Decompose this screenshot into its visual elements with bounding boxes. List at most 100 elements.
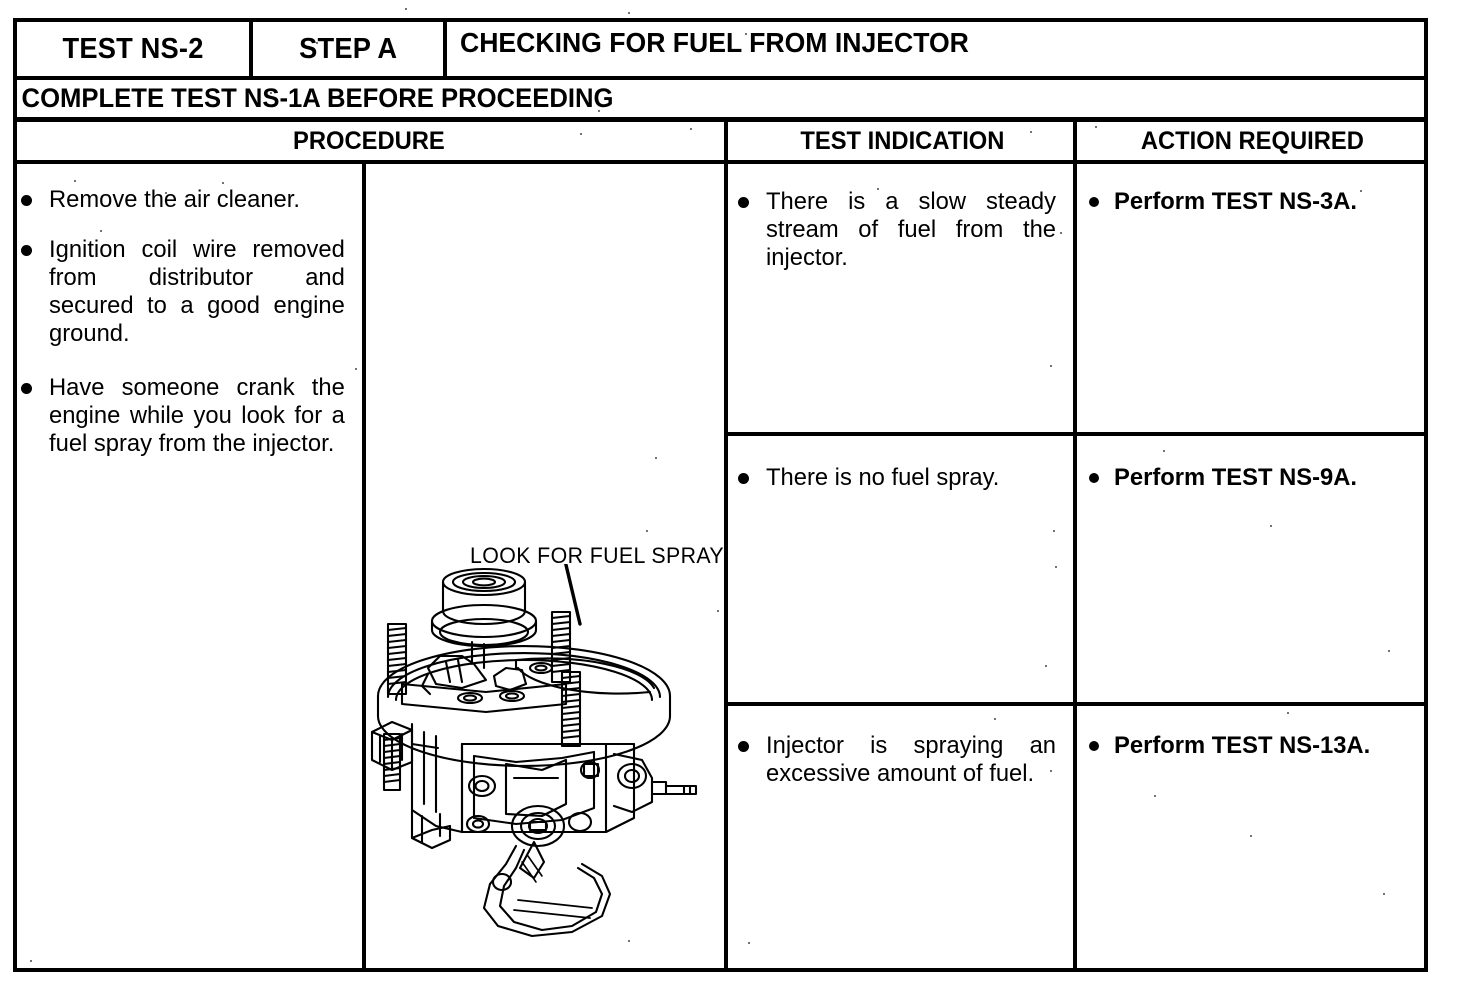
test-indication-cell-3: Injector is spraying an excessive amount…	[728, 706, 1073, 972]
figure-cell: LOOK FOR FUEL SPRAY	[366, 164, 724, 972]
scan-speckle	[1154, 795, 1156, 797]
test-id-label: TEST NS-2	[62, 32, 204, 65]
scan-speckle	[628, 12, 630, 14]
stud-center	[550, 610, 572, 684]
scan-speckle	[405, 8, 407, 10]
action-required-cell-3: Perform TEST NS-13A.	[1077, 706, 1424, 972]
column-header-procedure-label: PROCEDURE	[292, 126, 445, 155]
page-title: CHECKING FOR FUEL FROM INJECTOR	[460, 27, 969, 58]
row-divider-2	[724, 702, 1424, 706]
list-item: Have someone crank the engine while you …	[21, 374, 354, 458]
column-header-row: PROCEDURE TEST INDICATION ACTION REQUIRE…	[13, 122, 1428, 164]
throttle-body-diagram	[370, 564, 698, 938]
figure-caption: LOOK FOR FUEL SPRAY	[470, 543, 725, 568]
test-indication-cell-1: There is a slow steady stream of fuel fr…	[728, 164, 1073, 432]
bullet-icon	[738, 197, 749, 208]
scan-speckle	[748, 942, 750, 944]
bullet-icon	[1089, 741, 1099, 751]
divider-indication-action	[1073, 164, 1077, 972]
scan-speckle	[1360, 190, 1362, 192]
column-header-test-indication-label: TEST INDICATION	[800, 126, 1005, 155]
scan-speckle	[877, 188, 879, 190]
scan-speckle	[580, 133, 582, 135]
test-indication-text: Injector is spraying an excessive amount…	[766, 732, 1057, 787]
column-header-test-indication: TEST INDICATION	[724, 122, 1077, 160]
list-item: Injector is spraying an excessive amount…	[738, 732, 1065, 788]
list-item: Perform TEST NS-9A.	[1089, 464, 1416, 492]
scan-speckle	[1050, 365, 1052, 367]
column-header-procedure: PROCEDURE	[13, 122, 724, 160]
action-required-cell-2: Perform TEST NS-9A.	[1077, 436, 1424, 702]
scan-speckle	[598, 110, 600, 112]
scan-speckle	[1055, 566, 1057, 568]
scan-speckle	[74, 180, 76, 182]
test-id-box: TEST NS-2	[13, 18, 253, 80]
test-indication-text: There is a slow steady stream of fuel fr…	[766, 188, 1057, 271]
bullet-icon	[738, 473, 749, 484]
bullet-icon	[21, 195, 32, 206]
bullet-icon	[738, 741, 749, 752]
scan-speckle	[1060, 232, 1062, 234]
procedure-step-text: Have someone crank the engine while you …	[49, 374, 345, 457]
bullet-icon	[1089, 473, 1099, 483]
divider-procedure-indication	[724, 164, 728, 972]
bullet-icon	[21, 245, 32, 256]
scan-speckle	[165, 192, 167, 194]
list-item: Ignition coil wire removed from distribu…	[21, 236, 354, 348]
scan-speckle	[1045, 665, 1047, 667]
list-item: Perform TEST NS-3A.	[1089, 188, 1416, 216]
scan-speckle	[316, 42, 318, 44]
scan-speckle	[222, 182, 224, 184]
scan-speckle	[628, 940, 630, 942]
column-header-action-required-label: ACTION REQUIRED	[1140, 126, 1364, 155]
scan-speckle	[1388, 650, 1390, 652]
scan-speckle	[100, 230, 102, 232]
scan-speckle	[655, 457, 657, 459]
prerequisite-banner: COMPLETE TEST NS-1A BEFORE PROCEEDING	[13, 76, 1428, 122]
table-body: Remove the air cleaner. Ignition coil wi…	[13, 164, 1428, 972]
scan-speckle	[30, 960, 32, 962]
scan-speckle	[1030, 131, 1032, 133]
list-item: Remove the air cleaner.	[21, 186, 354, 214]
scan-speckle	[1095, 126, 1097, 128]
test-indication-cell-2: There is no fuel spray.	[728, 436, 1073, 702]
scan-speckle	[1383, 893, 1385, 895]
list-item: There is no fuel spray.	[738, 464, 1065, 492]
list-item: Perform TEST NS-13A.	[1089, 732, 1416, 760]
scan-speckle	[690, 128, 692, 130]
scan-speckle	[1163, 450, 1165, 452]
procedure-cell: Remove the air cleaner. Ignition coil wi…	[13, 164, 362, 972]
scan-speckle	[745, 33, 747, 35]
stud-right	[560, 670, 582, 748]
scan-speckle	[1053, 530, 1055, 532]
stud-left	[386, 622, 408, 696]
test-indication-text: There is no fuel spray.	[766, 464, 1000, 491]
scan-speckle	[1270, 525, 1272, 527]
scan-speckle	[1287, 712, 1289, 714]
figure-illustration: LOOK FOR FUEL SPRAY	[366, 164, 724, 972]
row-divider-1	[724, 432, 1424, 436]
table-frame	[13, 18, 1428, 972]
action-required-text: Perform TEST NS-13A.	[1114, 732, 1371, 759]
leader-line	[564, 564, 582, 626]
action-required-cell-1: Perform TEST NS-3A.	[1077, 164, 1424, 432]
step-id-box: STEP A	[249, 18, 447, 80]
scan-speckle	[1250, 835, 1252, 837]
divider-procedure-figure	[362, 164, 366, 972]
bullet-icon	[1089, 197, 1099, 207]
list-item: There is a slow steady stream of fuel fr…	[738, 188, 1065, 272]
scan-speckle	[1050, 770, 1052, 772]
procedure-step-text: Remove the air cleaner.	[49, 186, 300, 213]
procedure-step-text: Ignition coil wire removed from distribu…	[49, 236, 345, 347]
scan-speckle	[270, 92, 272, 94]
prerequisite-text: COMPLETE TEST NS-1A BEFORE PROCEEDING	[21, 83, 614, 113]
scan-speckle	[717, 610, 719, 612]
scan-speckle	[646, 530, 648, 532]
bullet-icon	[21, 383, 32, 394]
column-header-action-required: ACTION REQUIRED	[1073, 122, 1428, 160]
action-required-text: Perform TEST NS-9A.	[1114, 464, 1357, 491]
scan-speckle	[994, 718, 996, 720]
action-required-text: Perform TEST NS-3A.	[1114, 188, 1357, 215]
scan-speckle	[355, 368, 357, 370]
